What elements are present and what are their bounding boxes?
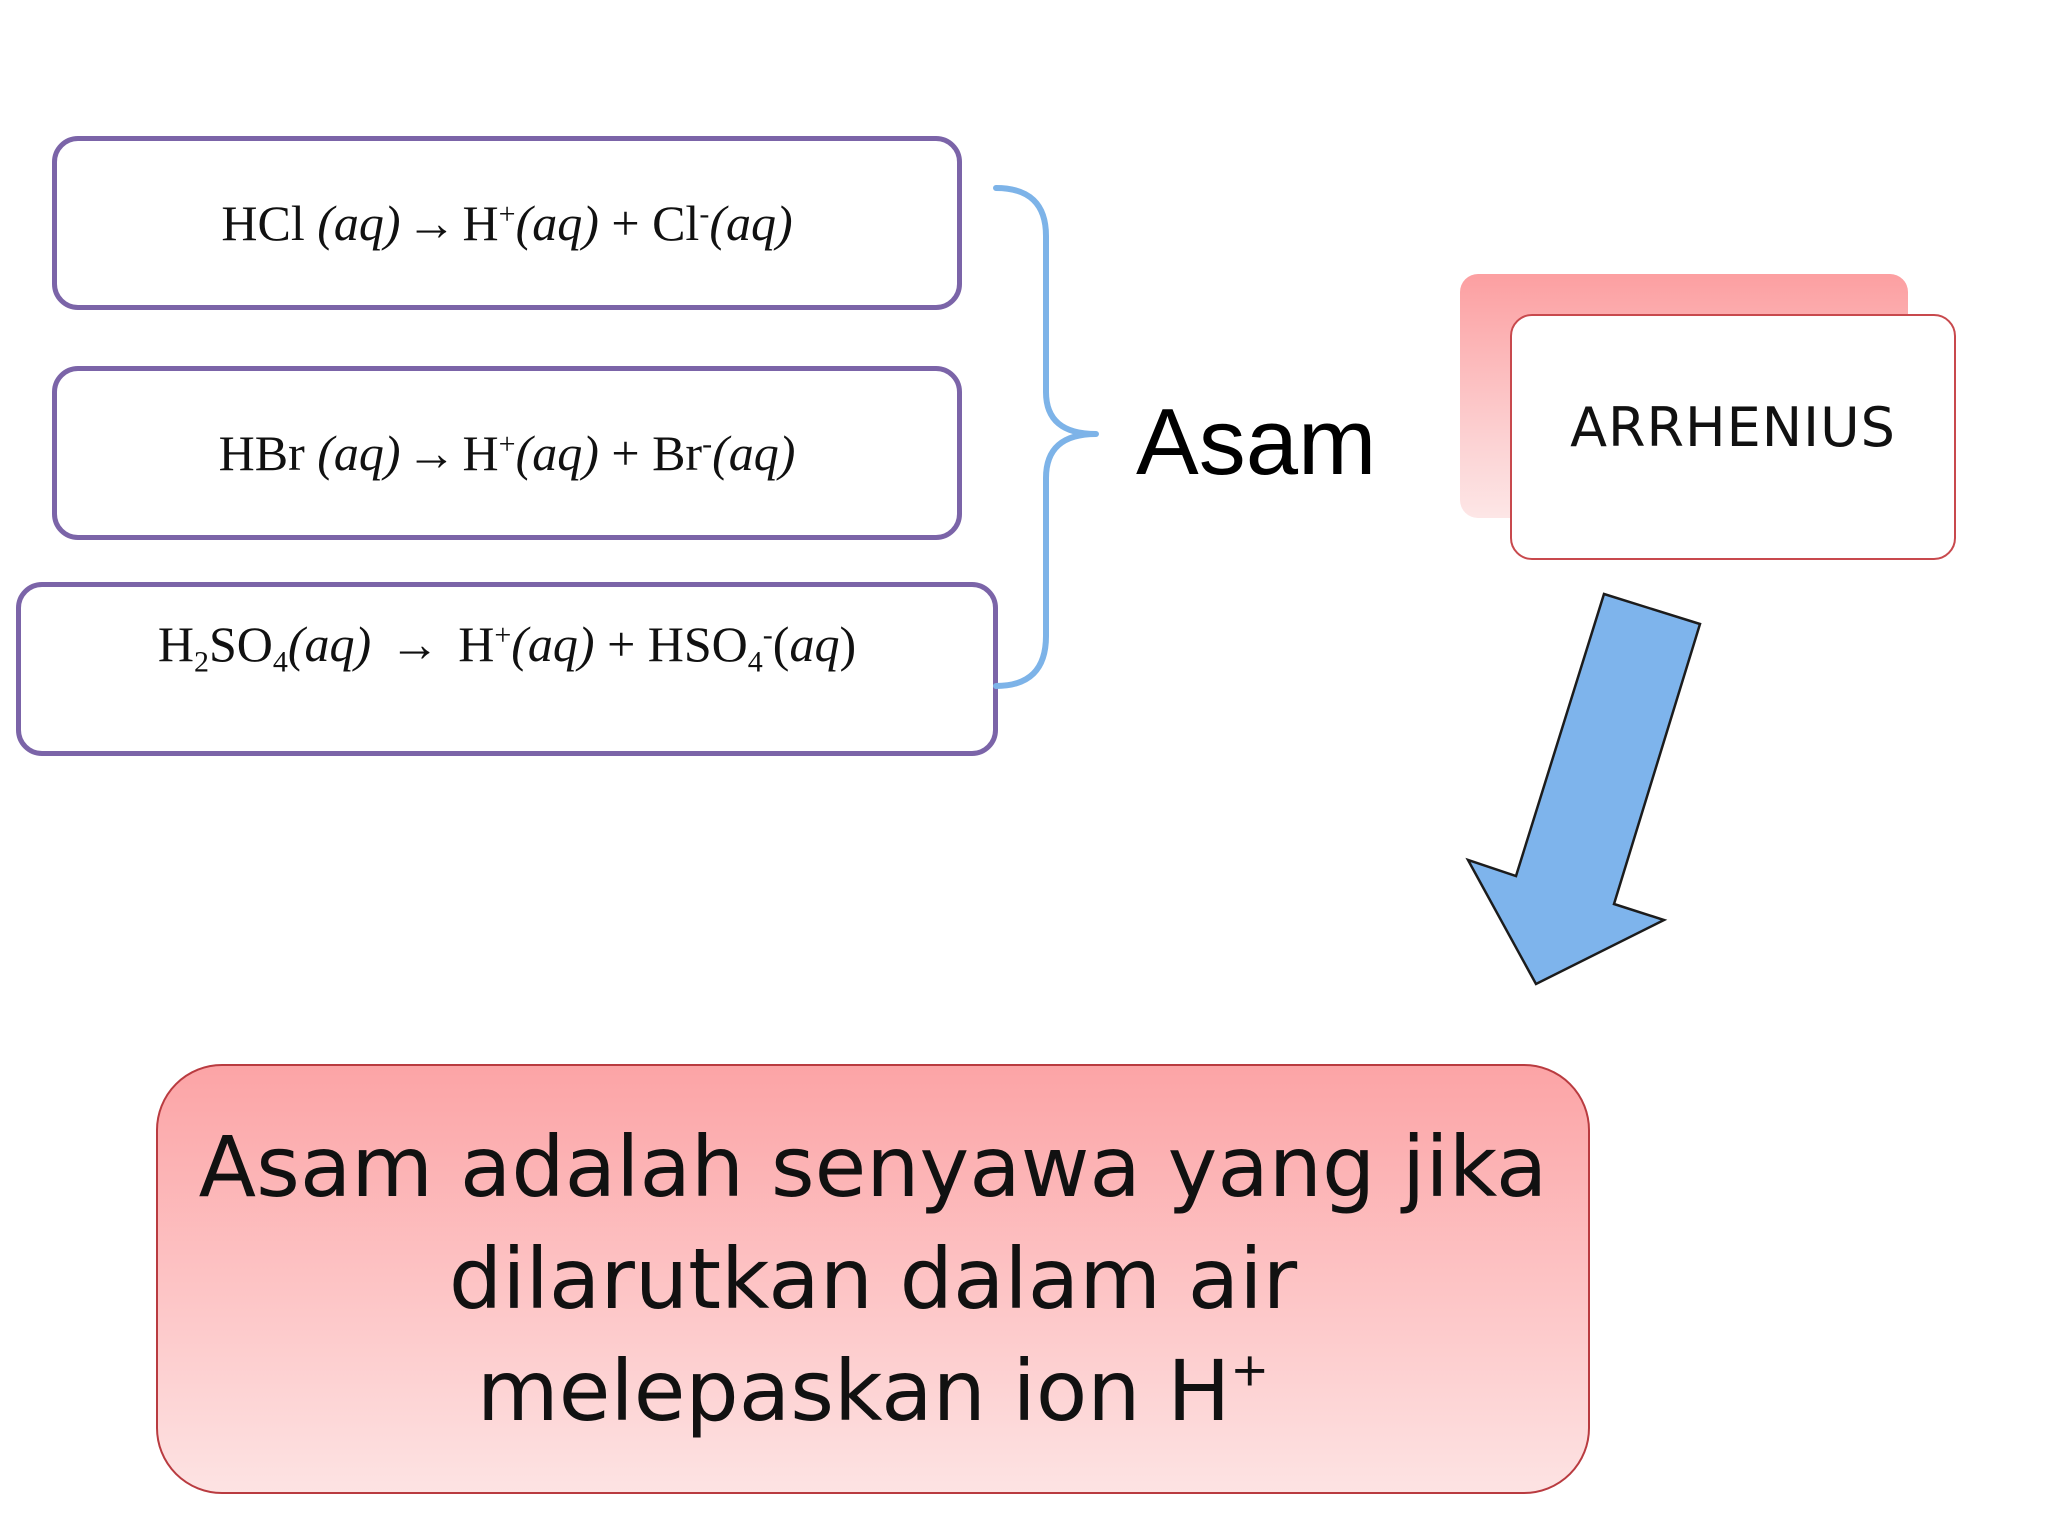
- state: (aq): [709, 195, 793, 251]
- equation-text: HBr (aq)→H+(aq) + Br-(aq): [219, 424, 796, 482]
- concept-label: ARRHENIUS: [1570, 395, 1896, 459]
- state: ): [839, 616, 857, 672]
- plus-sign: +: [607, 616, 636, 672]
- reactant: HCl: [221, 195, 305, 251]
- state: (aq): [317, 425, 401, 481]
- subscript: 2: [193, 645, 209, 679]
- reaction-arrow: →: [389, 616, 440, 672]
- reactant: SO: [208, 616, 273, 672]
- charge: +: [498, 197, 516, 231]
- equation-box-hbr: HBr (aq)→H+(aq) + Br-(aq): [52, 366, 962, 540]
- group-label: Asam: [1136, 389, 1377, 494]
- state: (aq): [515, 425, 599, 481]
- equation-text: H2SO4(aq) → H+(aq) + HSO4-(aq): [157, 615, 857, 677]
- subscript: 4: [747, 645, 763, 679]
- definition-text: Asam adalah senyawa yang jika dilarutkan…: [193, 1111, 1553, 1447]
- definition-box: Asam adalah senyawa yang jika dilarutkan…: [156, 1064, 1590, 1494]
- charge: +: [498, 427, 516, 461]
- product: HSO: [647, 616, 748, 672]
- charge: +: [1230, 1342, 1270, 1397]
- reactant: H: [157, 616, 194, 672]
- charge: +: [494, 618, 512, 652]
- plus-sign: +: [611, 425, 640, 481]
- charge: -: [702, 427, 713, 461]
- charge: -: [762, 618, 773, 652]
- plus-sign: +: [611, 195, 640, 251]
- subscript: 4: [272, 645, 288, 679]
- equation-text: HCl (aq)→H+(aq) + Cl-(aq): [221, 194, 792, 252]
- equation-box-h2so4: H2SO4(aq) → H+(aq) + HSO4-(aq): [16, 582, 998, 756]
- equation-box-hcl: HCl (aq)→H+(aq) + Cl-(aq): [52, 136, 962, 310]
- state: (aq): [712, 425, 796, 481]
- definition-main: Asam adalah senyawa yang jika dilarutkan…: [198, 1118, 1548, 1440]
- product: H: [462, 425, 499, 481]
- reactant: HBr: [218, 425, 305, 481]
- state: (aq): [515, 195, 599, 251]
- reaction-arrow: →: [406, 425, 457, 481]
- state: (: [772, 616, 790, 672]
- concept-card: ARRHENIUS: [1510, 314, 1956, 560]
- state: (aq): [317, 195, 401, 251]
- product: Cl: [652, 195, 700, 251]
- product: H: [462, 195, 499, 251]
- state: aq: [789, 616, 840, 672]
- product: Br: [652, 425, 703, 481]
- product: H: [458, 616, 495, 672]
- reaction-arrow: →: [406, 195, 457, 251]
- state: (aq): [511, 616, 595, 672]
- charge: -: [699, 197, 710, 231]
- state: (aq): [287, 616, 372, 672]
